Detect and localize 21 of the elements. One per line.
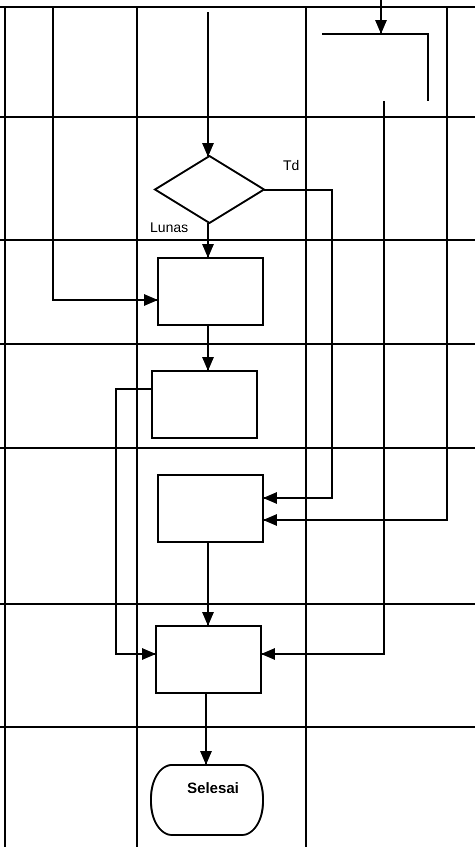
arrow bbox=[52, 7, 158, 306]
arrow bbox=[263, 7, 448, 526]
decision-diamond bbox=[155, 156, 264, 223]
process-box bbox=[157, 474, 264, 543]
process-box bbox=[157, 257, 264, 326]
process-box bbox=[155, 625, 262, 694]
arrow bbox=[202, 223, 214, 258]
arrow bbox=[375, 0, 387, 34]
terminator bbox=[150, 764, 264, 836]
arrow bbox=[200, 694, 212, 765]
arrow bbox=[263, 189, 333, 504]
arrow bbox=[202, 543, 214, 626]
partial-box bbox=[322, 33, 429, 101]
arrow bbox=[202, 12, 214, 157]
edge-label: Lunas bbox=[150, 220, 188, 234]
arrow bbox=[261, 101, 385, 660]
terminator-label: Selesai bbox=[187, 780, 239, 797]
arrow bbox=[115, 388, 156, 660]
process-box bbox=[151, 370, 258, 439]
edge-label: Td bbox=[283, 158, 300, 172]
arrow bbox=[202, 326, 214, 371]
